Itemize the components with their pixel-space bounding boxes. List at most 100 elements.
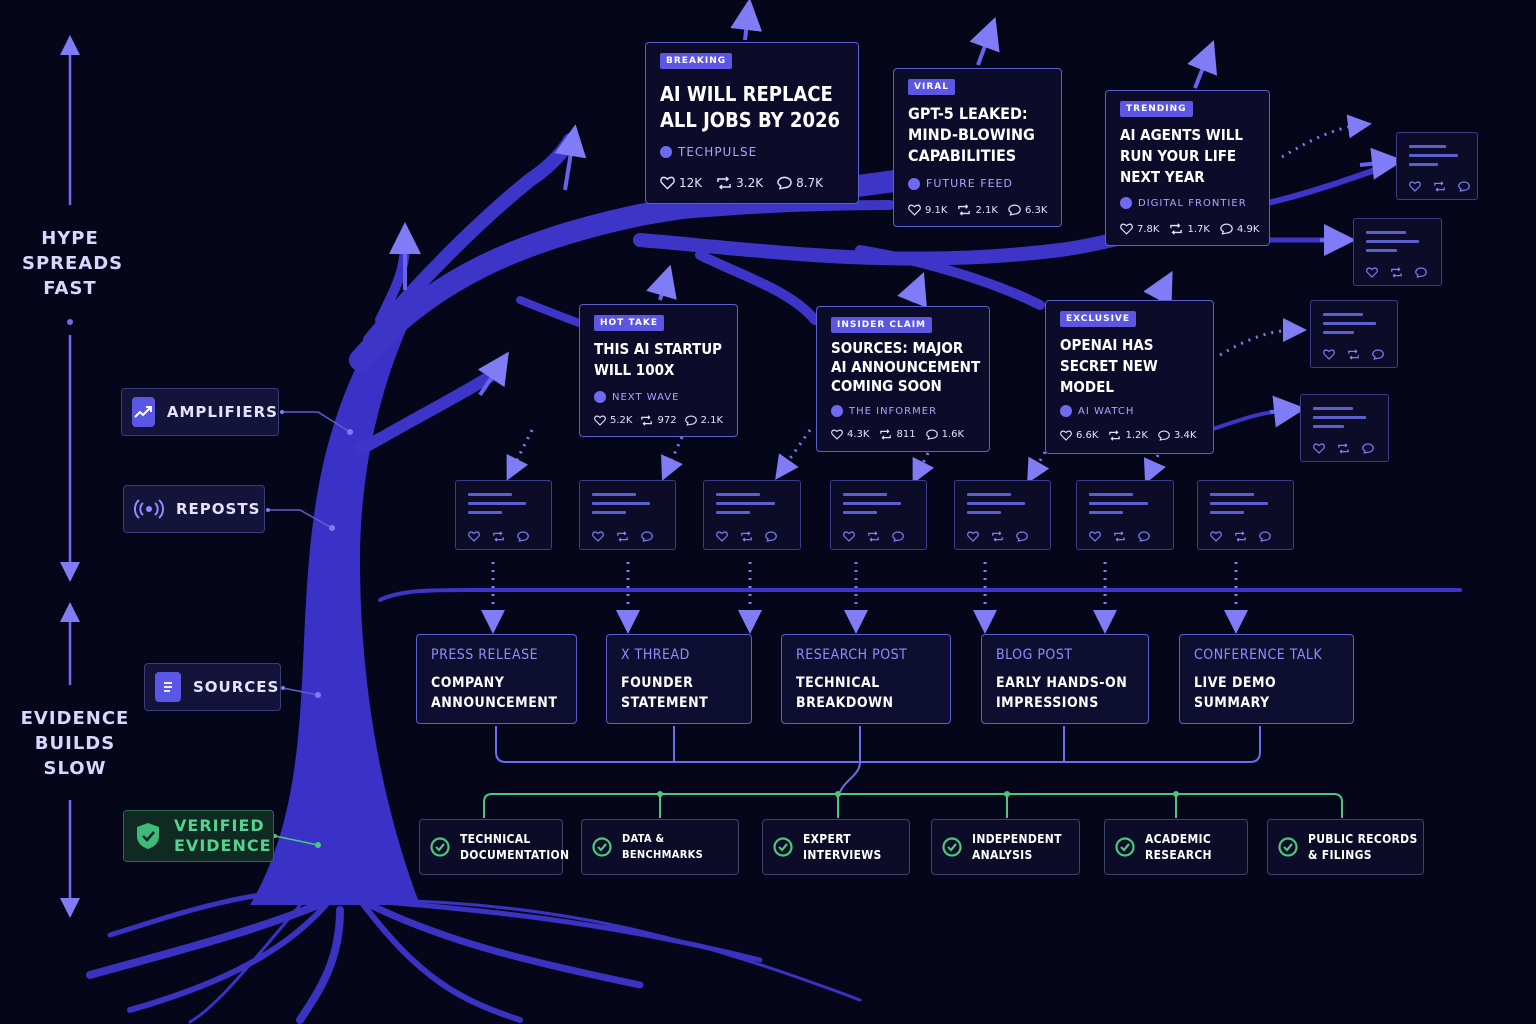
shield-check-icon [134, 821, 162, 851]
placeholder-line [843, 511, 877, 514]
source-kind: BLOG POST [996, 647, 1073, 663]
repost-card-placeholder[interactable] [1076, 480, 1174, 550]
reposts-stat[interactable]: 2.1K [957, 204, 998, 216]
reposts-stat[interactable]: 1.2K [1108, 430, 1148, 441]
placeholder-line [967, 511, 1001, 514]
heart-icon [1089, 531, 1101, 542]
comments-stat[interactable]: 1.6K [925, 429, 964, 440]
repost-icon [1348, 349, 1359, 360]
repost-card-placeholder[interactable] [954, 480, 1051, 550]
comments-stat[interactable]: 6.3K [1008, 204, 1047, 216]
post-stats: 4.3K 811 1.6K [831, 429, 978, 440]
check-circle-icon [592, 837, 612, 857]
heart-icon [592, 531, 604, 542]
comment-icon [892, 531, 904, 542]
comments-stat[interactable]: 8.7K [777, 176, 823, 190]
repost-card-placeholder[interactable] [579, 480, 676, 550]
repost-card-placeholder[interactable] [1197, 480, 1294, 550]
comments-stat[interactable]: 3.4K [1158, 430, 1196, 441]
post-source: DIGITAL FRONTIER [1120, 197, 1247, 209]
placeholder-line [1089, 502, 1148, 505]
post-badge: VIRAL [908, 79, 955, 95]
repost-card-placeholder[interactable] [830, 480, 927, 550]
comment-icon [765, 531, 777, 542]
evidence-text-line: DOCUMENTATION [460, 848, 570, 862]
source-text-line: ANNOUNCEMENT [431, 695, 558, 711]
comments-stat[interactable]: 4.9K [1220, 223, 1259, 235]
comment-icon [925, 429, 938, 440]
reposts-count: 3.2K [736, 176, 764, 190]
placeholder-line [468, 493, 512, 496]
placeholder-icons [1409, 181, 1482, 192]
placeholder-icons [716, 531, 789, 542]
heart-icon [594, 415, 606, 426]
reposts-count: 811 [896, 429, 916, 440]
placeholder-line [1210, 493, 1254, 496]
likes-stat[interactable]: 5.2K [594, 415, 632, 426]
repost-card-placeholder[interactable] [1310, 300, 1398, 368]
post-title-line: AI WILL REPLACE [660, 82, 833, 106]
source-text-line: STATEMENT [621, 695, 709, 711]
reposts-stat[interactable]: 1.7K [1169, 223, 1210, 235]
reposts-stat[interactable]: 3.2K [716, 176, 763, 190]
repost-card-placeholder[interactable] [703, 480, 801, 550]
likes-stat[interactable]: 7.8K [1120, 223, 1159, 235]
repost-card-placeholder[interactable] [455, 480, 552, 550]
placeholder-icons [592, 531, 665, 542]
repost-card-placeholder[interactable] [1300, 394, 1389, 462]
check-circle-icon [773, 837, 793, 857]
repost-icon [1114, 531, 1125, 542]
repost-icon [641, 415, 653, 426]
repost-icon [1170, 223, 1183, 235]
repost-icon [1235, 531, 1246, 542]
evidence-text-line: DATA & BENCHMARKS [622, 832, 704, 861]
repost-icon [868, 531, 879, 542]
evidence-card[interactable]: PUBLIC RECORDS& FILINGS [1267, 819, 1424, 875]
placeholder-icons [1313, 443, 1386, 454]
heart-icon [1210, 531, 1222, 542]
post-source-name: TECHPULSE [678, 145, 758, 159]
comment-icon [1259, 531, 1271, 542]
repost-card-placeholder[interactable] [1353, 218, 1442, 286]
source-kind: RESEARCH POST [796, 647, 908, 663]
repost-icon [958, 204, 971, 216]
likes-stat[interactable]: 6.6K [1060, 430, 1098, 441]
comments-stat[interactable]: 2.1K [684, 415, 723, 426]
placeholder-line [468, 511, 502, 514]
evidence-card[interactable]: DATA & BENCHMARKS [581, 819, 739, 875]
reposts-stat[interactable]: 811 [879, 429, 916, 440]
heart-icon [1120, 223, 1133, 235]
source-avatar-icon [1060, 405, 1072, 417]
post-title-line: AI ANNOUNCEMENT [831, 358, 981, 376]
post-source-name: THE INFORMER [849, 405, 938, 417]
check-circle-icon [1115, 837, 1135, 857]
likes-stat[interactable]: 4.3K [831, 429, 869, 440]
comments-count: 4.9K [1236, 223, 1260, 235]
placeholder-icons [1323, 349, 1396, 360]
reposts-stat[interactable]: 972 [640, 415, 677, 426]
likes-stat[interactable]: 12K [660, 176, 702, 190]
repost-card-placeholder[interactable] [1396, 132, 1478, 200]
likes-stat[interactable]: 9.1K [908, 204, 947, 216]
legend-reposts-label: REPOSTS [176, 500, 261, 518]
heart-icon [843, 531, 855, 542]
